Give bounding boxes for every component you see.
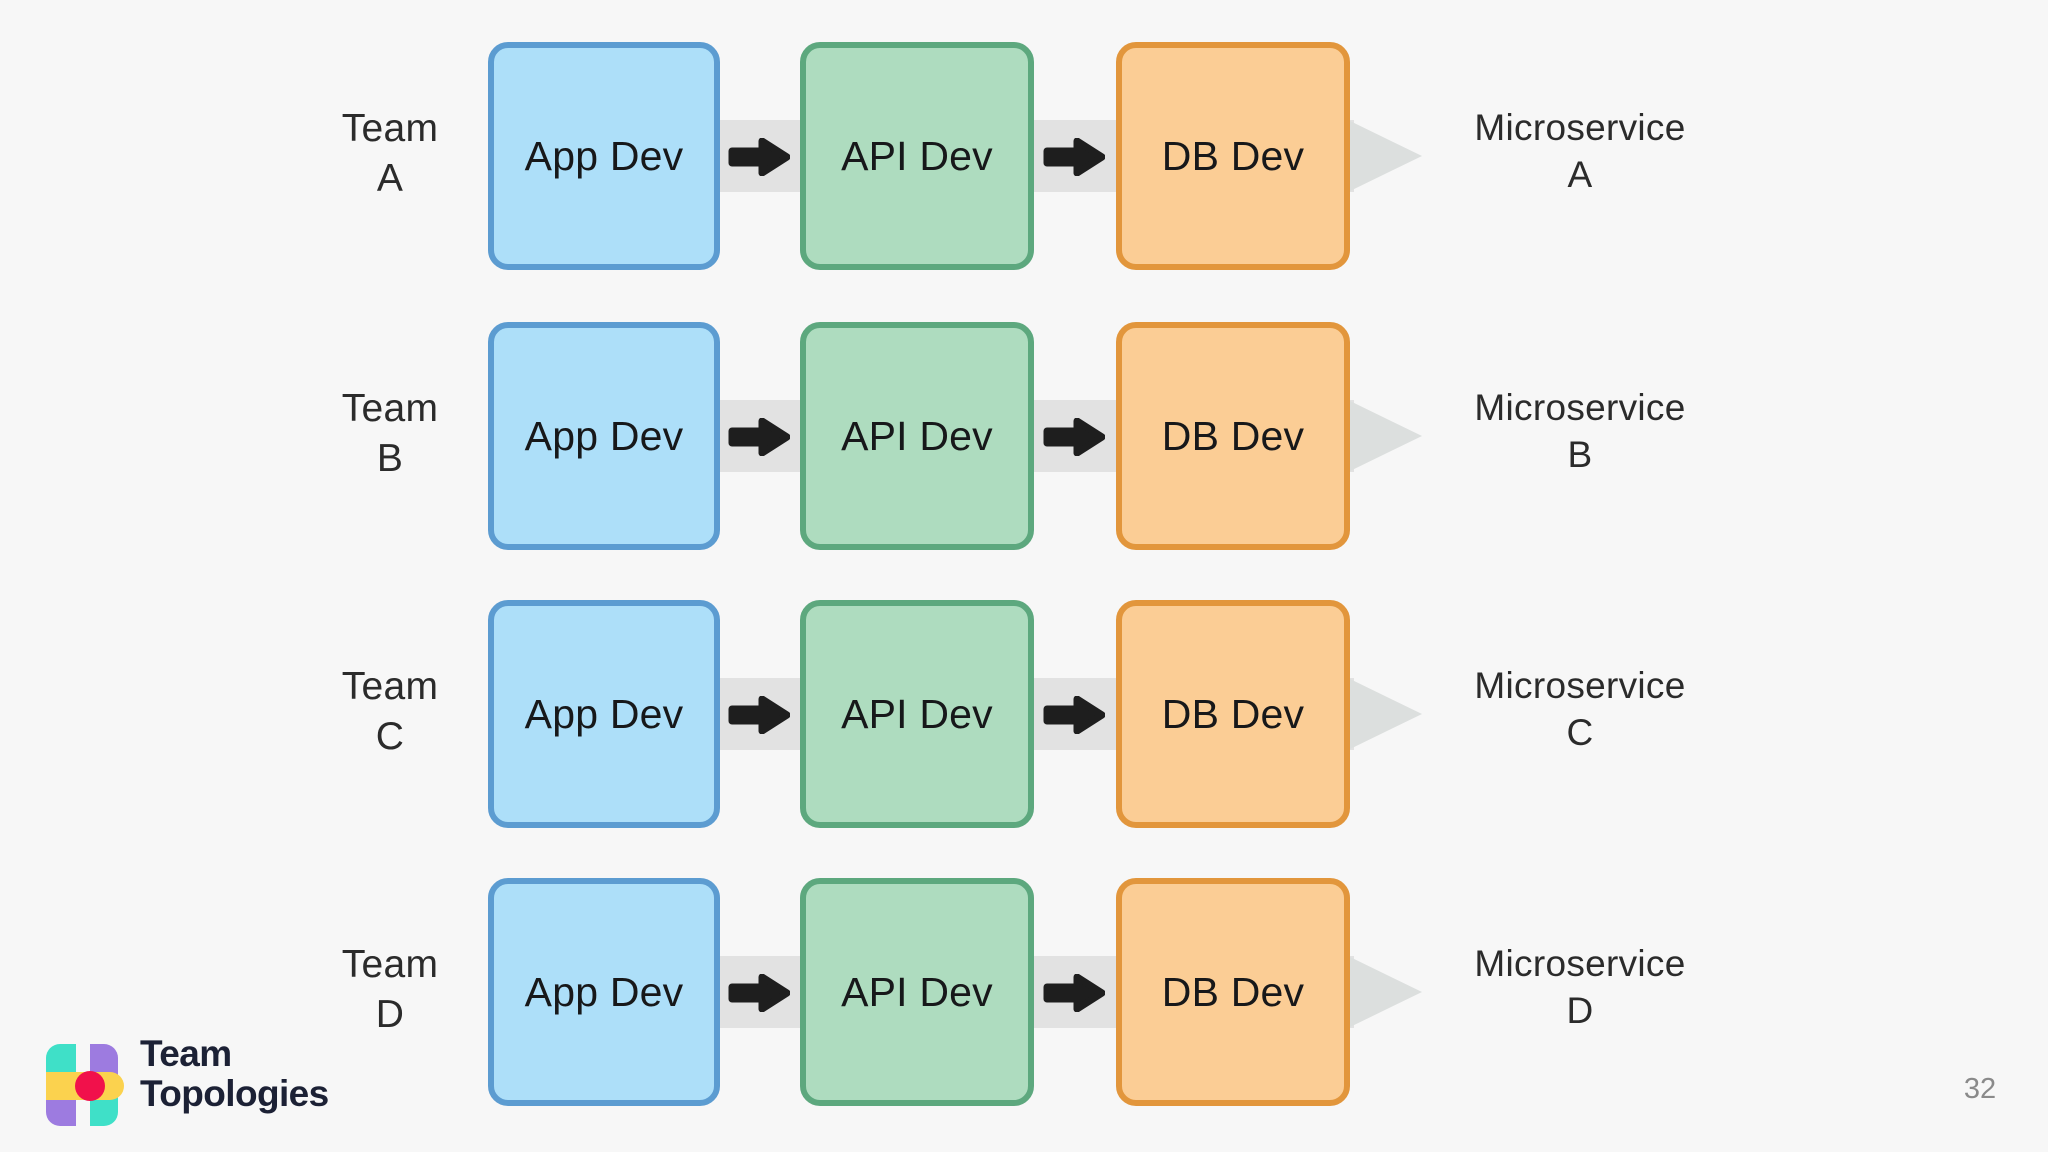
team-topologies-logo-mark-icon: [42, 1040, 128, 1130]
flow-band-arrowhead: [1348, 400, 1422, 472]
flow-arrow-icon: [1043, 974, 1105, 1012]
microservice-label-line1: Microservice: [1474, 943, 1686, 984]
team-label-line1: Team: [341, 387, 439, 430]
flow-arrow-icon: [728, 974, 790, 1012]
stage-box-app-dev[interactable]: App Dev: [488, 600, 720, 828]
wordmark-line1: Team: [140, 1033, 232, 1074]
team-topologies-wordmark: Team Topologies: [140, 1034, 329, 1114]
flow-arrow-icon: [728, 418, 790, 456]
stage-box-app-dev[interactable]: App Dev: [488, 878, 720, 1106]
stage-box-api-dev[interactable]: API Dev: [800, 600, 1034, 828]
stage-label-api-dev: API Dev: [841, 412, 993, 459]
team-label-line2: A: [376, 156, 404, 200]
team-label: Team C: [310, 662, 470, 762]
stage-label-db-dev: DB Dev: [1161, 132, 1305, 179]
team-label-line1: Team: [341, 665, 439, 708]
microservice-label: Microservice D: [1430, 940, 1730, 1035]
flow-band-arrowhead: [1348, 956, 1422, 1028]
stage-box-db-dev[interactable]: DB Dev: [1116, 322, 1350, 550]
flow-arrow-icon: [728, 138, 790, 176]
stage-label-app-dev: App Dev: [524, 968, 684, 1015]
stage-label-app-dev: App Dev: [524, 132, 684, 179]
stage-label-api-dev: API Dev: [841, 132, 993, 179]
microservice-label-line2: C: [1566, 712, 1594, 754]
stage-label-app-dev: App Dev: [524, 412, 684, 459]
microservice-label-line2: D: [1566, 990, 1594, 1032]
team-label: Team B: [310, 384, 470, 484]
microservice-label-line2: A: [1567, 154, 1593, 196]
stage-box-db-dev[interactable]: DB Dev: [1116, 600, 1350, 828]
team-topologies-logo: Team Topologies: [42, 1034, 362, 1134]
wordmark-line2: Topologies: [140, 1072, 329, 1114]
team-label-line1: Team: [341, 107, 439, 150]
microservice-label-line1: Microservice: [1474, 387, 1686, 428]
stage-box-db-dev[interactable]: DB Dev: [1116, 878, 1350, 1106]
team-label-line2: D: [375, 992, 405, 1036]
microservice-label-line2: B: [1567, 434, 1593, 476]
stage-label-db-dev: DB Dev: [1161, 412, 1305, 459]
stage-box-app-dev[interactable]: App Dev: [488, 322, 720, 550]
stage-box-db-dev[interactable]: DB Dev: [1116, 42, 1350, 270]
microservice-label-line1: Microservice: [1474, 665, 1686, 706]
stage-box-api-dev[interactable]: API Dev: [800, 322, 1034, 550]
microservice-label: Microservice C: [1430, 662, 1730, 757]
team-flow-row: Team D App Dev API Dev DB Dev Microservi…: [0, 878, 2048, 1106]
stage-label-api-dev: API Dev: [841, 968, 993, 1015]
team-flow-row: Team C App Dev API Dev DB Dev Microservi…: [0, 600, 2048, 828]
stage-label-db-dev: DB Dev: [1161, 690, 1305, 737]
stage-label-app-dev: App Dev: [524, 690, 684, 737]
team-flow-row: Team A App Dev API Dev DB Dev Microservi…: [0, 42, 2048, 270]
flow-band-arrowhead: [1348, 678, 1422, 750]
page-number: 32: [1963, 1073, 1997, 1105]
team-label: Team A: [310, 104, 470, 204]
microservice-label-line1: Microservice: [1474, 107, 1686, 148]
flow-band-arrowhead: [1348, 120, 1422, 192]
team-label: Team D: [310, 940, 470, 1040]
flow-arrow-icon: [1043, 696, 1105, 734]
microservice-label: Microservice B: [1430, 384, 1730, 479]
flow-arrow-icon: [1043, 138, 1105, 176]
stage-box-api-dev[interactable]: API Dev: [800, 878, 1034, 1106]
flow-arrow-icon: [728, 696, 790, 734]
stage-label-api-dev: API Dev: [841, 690, 993, 737]
flow-arrow-icon: [1043, 418, 1105, 456]
stage-box-app-dev[interactable]: App Dev: [488, 42, 720, 270]
team-label-line1: Team: [341, 943, 439, 986]
team-label-line2: C: [375, 714, 405, 758]
team-flow-row: Team B App Dev API Dev DB Dev Microservi…: [0, 322, 2048, 550]
microservice-label: Microservice A: [1430, 104, 1730, 199]
stage-label-db-dev: DB Dev: [1161, 968, 1305, 1015]
stage-box-api-dev[interactable]: API Dev: [800, 42, 1034, 270]
team-label-line2: B: [376, 436, 404, 480]
